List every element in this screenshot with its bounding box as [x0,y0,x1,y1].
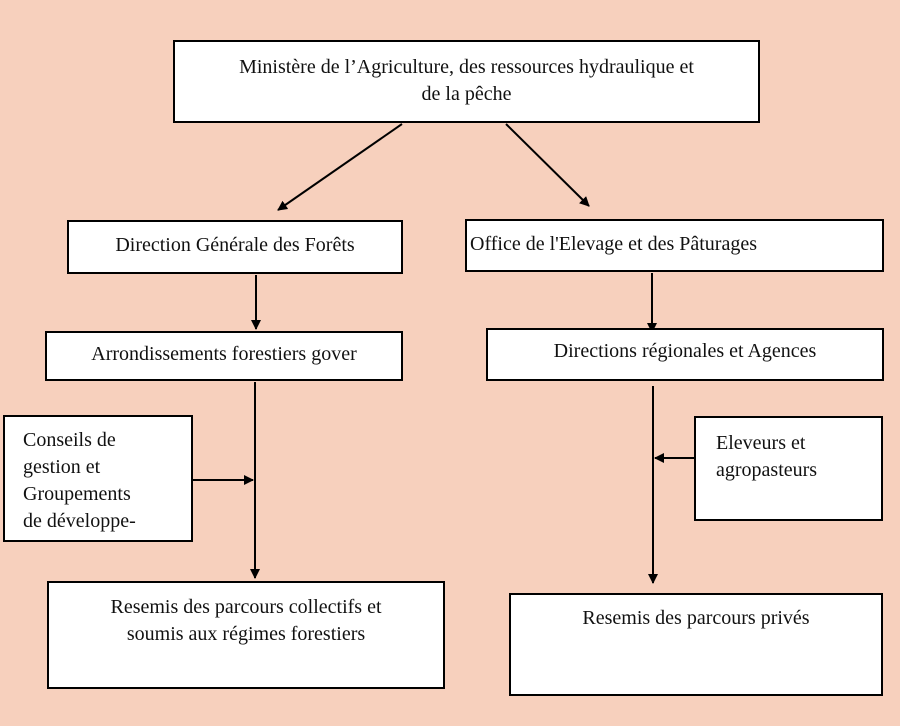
conseils-label: Conseils de gestion et Groupements de dé… [23,429,136,532]
resemis-prives-label: Resemis des parcours privés [582,607,810,629]
eleveurs-box: Eleveurs et agropasteurs [694,416,883,521]
resemis-collectifs-label: Resemis des parcours collectifs et soumi… [110,596,382,645]
resemis-collectifs-box: Resemis des parcours collectifs et soumi… [47,581,445,689]
ministry-box: Ministère de l’Agriculture, des ressourc… [173,40,760,123]
direction-forets-box: Direction Générale des Forêts [67,220,403,274]
arrondissements-box: Arrondissements forestiers gover [45,331,403,381]
directions-regionales-box: Directions régionales et Agences [486,328,884,381]
resemis-prives-box: Resemis des parcours privés [509,593,883,696]
eleveurs-label: Eleveurs et agropasteurs [716,432,818,481]
conseils-box: Conseils de gestion et Groupements de dé… [3,415,193,542]
directions-regionales-label: Directions régionales et Agences [553,340,817,362]
arrow-ministry-to-oep [505,123,590,207]
ministry-label: Ministère de l’Agriculture, des ressourc… [239,56,694,105]
arrondissements-label: Arrondissements forestiers gover [91,343,357,365]
office-elevage-label: Office de l'Elevage et des Pâturages [470,233,758,255]
direction-forets-label: Direction Générale des Forêts [115,234,355,256]
office-elevage-box: Office de l'Elevage et des Pâturages [465,219,884,272]
arrow-ministry-to-dgf [277,123,403,211]
